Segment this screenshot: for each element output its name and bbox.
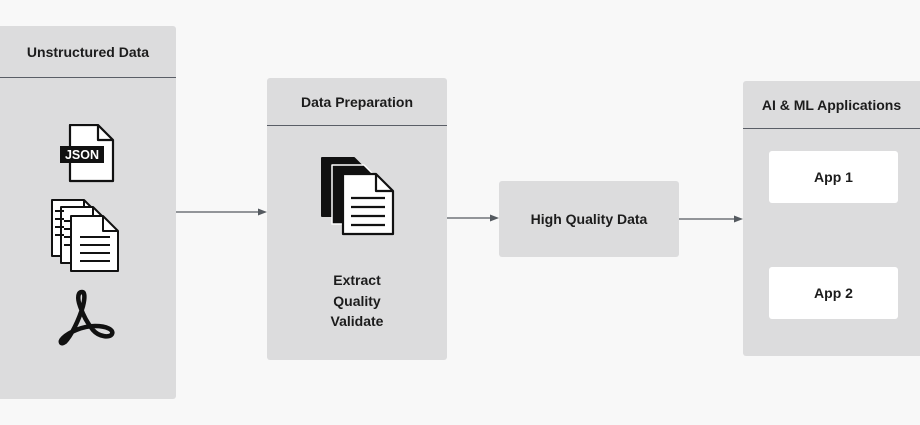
documents-stack-icon <box>321 157 395 236</box>
arrow-preparation-to-high-quality <box>447 214 499 222</box>
json-file-icon: JSON <box>60 124 115 183</box>
preparation-steps: Extract Quality Validate <box>267 270 447 332</box>
unstructured-data-title: Unstructured Data <box>0 26 176 78</box>
json-badge-label: JSON <box>65 148 99 162</box>
app-1-box: App 1 <box>769 151 898 203</box>
app-2-label: App 2 <box>814 285 853 301</box>
ai-ml-applications-panel: AI & ML Applications App 1 App 2 <box>743 81 920 356</box>
arrow-high-quality-to-applications <box>679 215 743 223</box>
pdf-acrobat-icon <box>58 289 115 346</box>
high-quality-data-box: High Quality Data <box>499 181 679 257</box>
step-quality: Quality <box>333 292 381 309</box>
ai-ml-applications-title: AI & ML Applications <box>743 81 920 129</box>
unstructured-data-panel: Unstructured Data JSON <box>0 26 176 399</box>
arrow-unstructured-to-preparation <box>176 208 267 216</box>
data-preparation-panel: Data Preparation Extract Quality Validat… <box>267 78 447 360</box>
app-1-label: App 1 <box>814 169 853 185</box>
step-extract: Extract <box>333 272 381 288</box>
app-2-box: App 2 <box>769 267 898 319</box>
data-preparation-title: Data Preparation <box>267 78 447 126</box>
documents-stack-icon <box>51 199 119 272</box>
high-quality-data-label: High Quality Data <box>530 211 648 227</box>
step-validate: Validate <box>330 313 384 329</box>
